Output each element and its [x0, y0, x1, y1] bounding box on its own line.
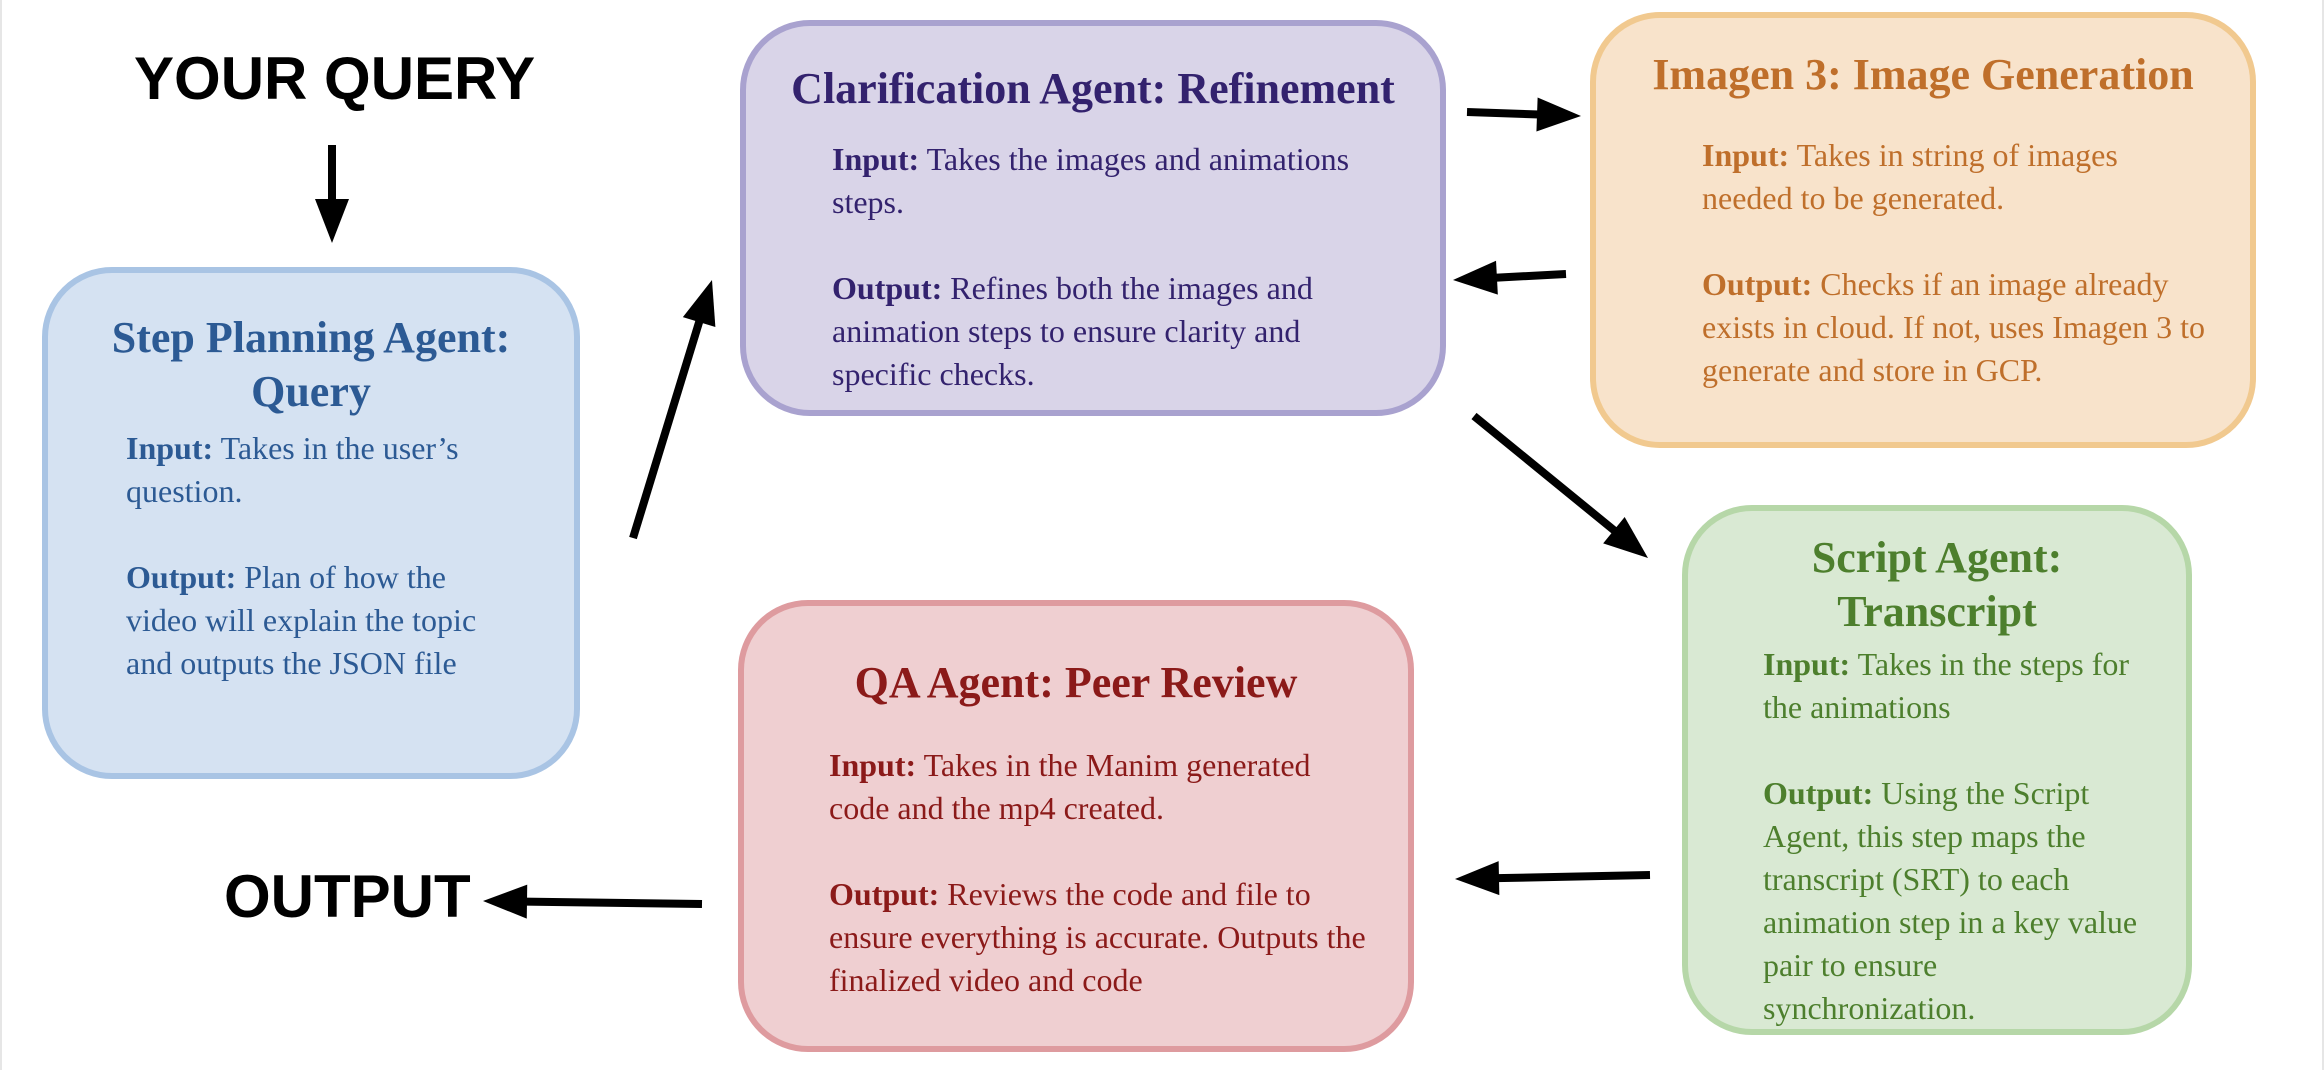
- imagen-output-text: Checks if an image already exists in clo…: [1702, 266, 2206, 388]
- clarification-input-text: Takes the images and animations steps.: [832, 141, 1350, 220]
- qa-output-label: Output:: [829, 876, 940, 912]
- arrow-qa-to-output-head: [483, 884, 528, 919]
- imagen-output-label: Output:: [1702, 266, 1813, 302]
- script-input: Input: Takes in the steps for the animat…: [1763, 643, 2146, 729]
- qa-title: QA Agent: Peer Review: [854, 658, 1298, 707]
- imagen-output: Output: Checks if an image already exist…: [1702, 263, 2210, 392]
- clarification-output-text: Refines both the images and animation st…: [832, 270, 1313, 392]
- script-input-text: Takes in the steps for the animations: [1763, 646, 2130, 725]
- step-planning-node: Step Planning Agent: Query Input: Takes …: [42, 267, 580, 779]
- step-planning-body: Input: Takes in the user’s question. Out…: [88, 427, 534, 685]
- arrow-qa-to-output-shaft: [524, 897, 703, 908]
- clarification-body: Input: Takes the images and animations s…: [786, 138, 1400, 396]
- arrow-clarification-to-imagen: [1466, 97, 1581, 132]
- arrow-imagen-to-clarification-shaft: [1494, 270, 1567, 282]
- step-planning-output: Output: Plan of how the video will expla…: [126, 556, 524, 685]
- arrow-clarification-to-script-head: [1603, 517, 1648, 558]
- arrow-planning-to-clarification: [629, 280, 716, 540]
- step-planning-title: Step Planning Agent: Query: [111, 313, 511, 416]
- imagen-node: Imagen 3: Image Generation Input: Takes …: [1590, 12, 2256, 448]
- clarification-output: Output: Refines both the images and anim…: [832, 267, 1400, 396]
- output-label: OUTPUT: [224, 863, 471, 930]
- script-output-label: Output:: [1763, 775, 1874, 811]
- arrow-script-to-qa-head: [1455, 861, 1500, 896]
- arrow-script-to-qa: [1455, 861, 1651, 896]
- script-input-label: Input:: [1763, 646, 1851, 682]
- script-node: Script Agent: Transcript Input: Takes in…: [1682, 505, 2192, 1035]
- clarification-node: Clarification Agent: Refinement Input: T…: [740, 20, 1446, 416]
- step-planning-input-text: Takes in the user’s question.: [126, 430, 459, 509]
- arrow-query-to-planning-head: [315, 199, 349, 243]
- clarification-output-label: Output:: [832, 270, 943, 306]
- left-border-line: [0, 0, 2, 1070]
- arrow-planning-to-clarification-shaft: [629, 318, 704, 540]
- step-planning-input-label: Input:: [126, 430, 214, 466]
- arrow-imagen-to-clarification-head: [1453, 260, 1498, 295]
- arrow-planning-to-clarification-head: [682, 280, 716, 328]
- qa-output-text: Reviews the code and file to ensure ever…: [829, 876, 1366, 998]
- script-output-text: Using the Script Agent, this step maps t…: [1763, 775, 2138, 1026]
- arrow-query-to-planning: [315, 145, 349, 243]
- your-query-label: YOUR QUERY: [134, 45, 536, 112]
- qa-input-label: Input:: [829, 747, 917, 783]
- imagen-input-label: Input:: [1702, 137, 1790, 173]
- arrow-imagen-to-clarification: [1453, 260, 1567, 295]
- step-planning-input: Input: Takes in the user’s question.: [126, 427, 524, 513]
- imagen-input-text: Takes in string of images needed to be g…: [1702, 137, 2118, 216]
- qa-node: QA Agent: Peer Review Input: Takes in th…: [738, 600, 1414, 1052]
- script-body: Input: Takes in the steps for the animat…: [1728, 643, 2146, 1030]
- clarification-title: Clarification Agent: Refinement: [791, 64, 1395, 113]
- clarification-input-label: Input:: [832, 141, 920, 177]
- arrow-clarification-to-script: [1471, 412, 1648, 558]
- arrow-script-to-qa-shaft: [1496, 871, 1651, 883]
- script-title: Script Agent: Transcript: [1811, 533, 2063, 636]
- arrow-clarification-to-imagen-head: [1536, 97, 1581, 132]
- qa-body: Input: Takes in the Manim generated code…: [784, 744, 1368, 1002]
- step-planning-output-label: Output:: [126, 559, 237, 595]
- qa-input-text: Takes in the Manim generated code and th…: [829, 747, 1311, 826]
- arrow-clarification-to-imagen-shaft: [1466, 108, 1540, 119]
- script-output: Output: Using the Script Agent, this ste…: [1763, 772, 2146, 1030]
- qa-input: Input: Takes in the Manim generated code…: [829, 744, 1368, 830]
- imagen-title: Imagen 3: Image Generation: [1652, 50, 2194, 99]
- right-border-line: [2322, 0, 2324, 1070]
- step-planning-output-text: Plan of how the video will explain the t…: [126, 559, 477, 681]
- imagen-input: Input: Takes in string of images needed …: [1702, 134, 2210, 220]
- arrow-qa-to-output: [483, 884, 703, 919]
- clarification-input: Input: Takes the images and animations s…: [832, 138, 1400, 224]
- arrow-group: [315, 97, 1651, 919]
- qa-output: Output: Reviews the code and file to ens…: [829, 873, 1368, 1002]
- arrow-clarification-to-script-shaft: [1471, 412, 1618, 535]
- imagen-body: Input: Takes in string of images needed …: [1636, 134, 2210, 392]
